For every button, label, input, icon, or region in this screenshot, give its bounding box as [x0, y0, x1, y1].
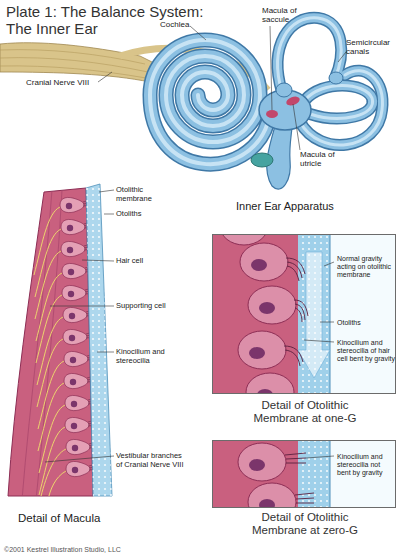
saccule-macula — [266, 110, 278, 118]
panel-background — [212, 234, 396, 394]
otoliths — [298, 234, 330, 394]
part-label: Macula of utricle — [300, 150, 344, 168]
canal — [305, 86, 373, 119]
part-label: Semicircular canals — [346, 38, 400, 56]
hair-cell — [248, 286, 296, 324]
canal — [300, 71, 382, 145]
otoliths — [86, 184, 112, 496]
leader-line — [98, 72, 112, 82]
canal-highlight — [305, 86, 373, 119]
cochlea — [150, 40, 268, 164]
leader-line — [324, 262, 334, 266]
otolithic-membrane — [86, 184, 112, 496]
panel-caption: Detail of Otolithic Membrane at zero-G — [235, 511, 375, 537]
hair-cell — [238, 331, 286, 369]
callout-label: Otoliths — [337, 319, 395, 327]
part-label: Vestibular branches of Cranial Nerve VII… — [116, 452, 184, 469]
leader-line — [99, 190, 114, 192]
membrane-edge — [330, 440, 331, 508]
straight-cilia — [285, 453, 314, 503]
macula-detail — [8, 184, 114, 500]
leader-line — [45, 456, 114, 462]
part-label: Otoliths — [116, 210, 166, 219]
cochlea-outline — [150, 40, 268, 164]
ampulla — [276, 83, 292, 97]
zero-g-detail — [212, 440, 396, 508]
figure-caption: Inner Ear Apparatus — [236, 200, 366, 213]
leader-line — [190, 26, 206, 40]
leader-line — [270, 26, 272, 110]
hair-cell — [238, 443, 286, 481]
otolithic-membrane — [298, 234, 330, 394]
part-label: Cochlea — [160, 20, 200, 29]
leader-line — [104, 214, 114, 215]
copyright-notice: ©2001 Kestrel Illustration Studio, LLC — [4, 546, 304, 554]
leader-lines — [98, 26, 346, 150]
leader-line — [82, 260, 114, 261]
part-label: Macula of saccule — [262, 6, 306, 24]
detail-panel: Kinocilium and stereocilia not bent by g… — [212, 440, 396, 508]
callout-label: Kinocilium and stereocilia of hair cell … — [337, 339, 395, 363]
leader-line — [97, 352, 114, 353]
canal-outline — [305, 86, 373, 119]
ampulla — [329, 72, 343, 84]
part-label: Kinocilium and stereocilia — [116, 348, 176, 365]
part-label: Otolithic membrane — [116, 186, 166, 203]
callout-label: Normal gravity acting on otolithic membr… — [337, 255, 395, 279]
detail-panel: Normal gravity acting on otolithic membr… — [212, 234, 396, 394]
part-label: Hair cell — [116, 257, 166, 266]
leader-line — [50, 306, 114, 307]
leader-lines — [304, 262, 334, 342]
panel-caption: Detail of Otolithic Membrane at one-G — [235, 399, 375, 425]
bent-cilia — [284, 258, 308, 366]
leader-line — [306, 456, 334, 458]
leader-line — [338, 52, 346, 62]
leader-line — [293, 104, 300, 150]
callout-label: Kinocilium and stereocilia not bent by g… — [337, 453, 395, 477]
leader-lines — [45, 190, 114, 462]
hair-cell — [248, 483, 296, 508]
round-window — [251, 153, 273, 167]
leader-line — [320, 322, 334, 323]
otoliths — [298, 440, 330, 508]
one-g-detail — [212, 234, 396, 394]
hair-cell — [246, 373, 294, 394]
part-label: Cranial Nerve VIII — [26, 78, 106, 87]
panel-background — [212, 440, 396, 508]
otolithic-membrane — [298, 440, 330, 508]
canal-highlight — [300, 71, 382, 145]
inner-ear — [0, 18, 382, 189]
cochlea-highlight — [150, 40, 268, 164]
figure-caption: Detail of Macula — [18, 512, 168, 525]
membrane-edge — [330, 234, 331, 394]
leader-line — [304, 340, 334, 342]
gravity-arrow — [298, 252, 330, 378]
part-label: Supporting cell — [116, 302, 176, 311]
canal-outline — [300, 71, 382, 145]
hair-cell — [240, 243, 288, 281]
